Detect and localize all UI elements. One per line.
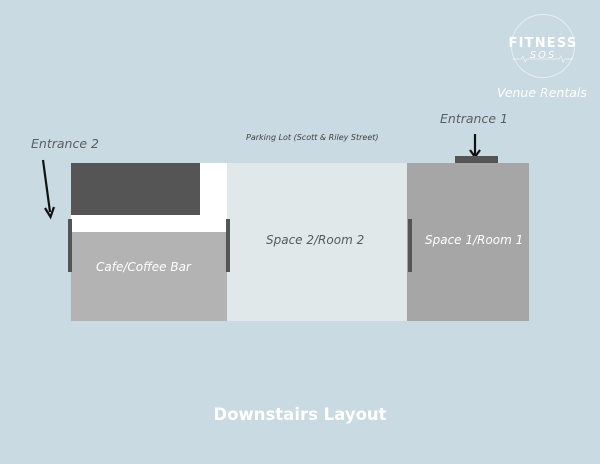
logo-subtitle: SOS [529,50,557,61]
entrance-2-label: Entrance 2 [31,136,99,151]
cafe-label: Cafe/Coffee Bar [96,260,191,274]
room-cafe[interactable] [71,232,227,321]
fitness-sos-logo: FITNESS SOS [499,14,589,104]
door-entrance-2 [68,219,72,272]
parking-lot-label: Parking Lot (Scott & Riley Street) [246,133,379,142]
cafe-counter-block [71,163,200,215]
space-2-label: Space 2/Room 2 [266,233,365,247]
space-1-label: Space 1/Room 1 [425,233,524,247]
logo-circle [511,14,575,78]
door-space2-space1 [408,219,412,272]
heartbeat-wave-icon [513,55,573,63]
room-space-1[interactable] [407,163,529,321]
door-entrance-1 [455,156,498,163]
logo-title: FITNESS [508,36,578,51]
room-space-2[interactable] [227,163,407,321]
page-title: Downstairs Layout [213,405,387,424]
venue-rentals-tagline: Venue Rentals [497,85,587,100]
door-cafe-space2 [226,219,230,272]
entrance-1-label: Entrance 1 [440,111,508,126]
entrance-2-arrow-icon [41,159,56,220]
